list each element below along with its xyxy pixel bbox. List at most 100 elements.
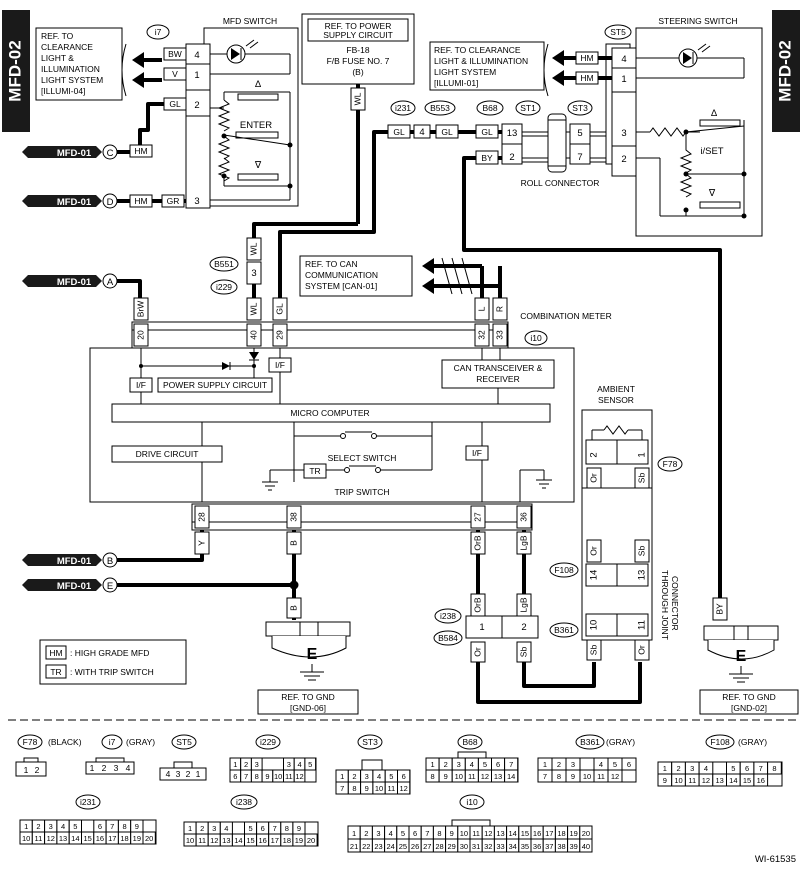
svg-text:11: 11 [637, 620, 648, 630]
svg-text:I/F: I/F [275, 360, 285, 370]
svg-text:MFD-01: MFD-01 [57, 556, 92, 567]
svg-text:1: 1 [194, 70, 199, 81]
pin-number: 1 [543, 760, 547, 769]
svg-text:27: 27 [472, 512, 482, 522]
title-bar-left [2, 10, 30, 132]
pin-number: 1 [24, 822, 28, 831]
svg-text:i229: i229 [260, 737, 276, 747]
svg-text:2: 2 [194, 100, 199, 111]
ref-can-01: REF. TO CAN COMMUNICATION SYSTEM [CAN-01… [299, 255, 413, 297]
svg-text:POWER SUPPLY CIRCUIT: POWER SUPPLY CIRCUIT [163, 380, 267, 390]
svg-text:F/B FUSE NO. 7: F/B FUSE NO. 7 [327, 56, 390, 66]
pin-number: 12 [481, 772, 489, 781]
pin-number: 6 [745, 764, 749, 773]
mfd-switch: MFD SWITCH 4 1 2 3 Δ ENTER ∇ [185, 16, 299, 209]
svg-text:L: L [476, 306, 486, 311]
pin-number: 10 [460, 829, 468, 838]
svg-text:BrW: BrW [135, 301, 145, 318]
svg-text:SYSTEM [CAN-01]: SYSTEM [CAN-01] [305, 281, 377, 291]
pin-number: 7 [759, 764, 763, 773]
pin-number: 12 [295, 772, 303, 781]
svg-text:Sb: Sb [636, 473, 646, 484]
svg-text:Sb: Sb [636, 546, 646, 557]
pin-number: 7 [340, 784, 344, 793]
svg-text:RECEIVER: RECEIVER [476, 374, 519, 384]
pin-number: 4 [704, 764, 708, 773]
svg-text:Or: Or [588, 473, 598, 483]
svg-text:ROLL CONNECTOR: ROLL CONNECTOR [521, 178, 600, 188]
pin-number: 3 [255, 760, 259, 769]
pin-cell [579, 838, 593, 853]
svg-text:GR: GR [167, 196, 180, 206]
pin-cell [142, 831, 156, 845]
svg-text:E: E [736, 648, 747, 665]
svg-text:∇: ∇ [708, 188, 716, 199]
pin-number: 5 [389, 772, 393, 781]
svg-text:HM: HM [49, 648, 62, 658]
pin-number: 7 [110, 822, 114, 831]
svg-text:1: 1 [637, 452, 648, 457]
svg-text:MFD-01: MFD-01 [57, 581, 92, 592]
svg-text:Sb: Sb [518, 647, 528, 658]
pin-number: 9 [444, 772, 448, 781]
pin-number: 18 [120, 834, 128, 843]
title-right: MFD-02 [775, 40, 794, 101]
pin-number: 20 [145, 834, 153, 843]
pin-number: 5 [73, 822, 77, 831]
svg-text:HM: HM [580, 53, 593, 63]
pin-number: 4 [61, 822, 65, 831]
pin-number: 9 [450, 829, 454, 838]
pin-number: 20 [307, 836, 315, 845]
svg-text:I/F: I/F [136, 380, 146, 390]
pin-number: 7 [509, 760, 513, 769]
pin-number: 7 [425, 829, 429, 838]
svg-text:AMBIENT: AMBIENT [597, 384, 635, 394]
svg-text:LIGHT & ILLUMINATION: LIGHT & ILLUMINATION [434, 56, 528, 66]
svg-text:33: 33 [494, 330, 504, 340]
svg-text:CONNECTOR: CONNECTOR [670, 576, 680, 631]
svg-text:STEERING SWITCH: STEERING SWITCH [658, 16, 737, 26]
svg-text:∇: ∇ [254, 160, 262, 171]
svg-text:29: 29 [274, 330, 284, 340]
pin-number: 4 [389, 829, 393, 838]
svg-text:GL: GL [481, 127, 493, 137]
svg-text:[GND-02]: [GND-02] [731, 703, 767, 713]
pin-number: 11 [472, 829, 480, 838]
svg-text:F108: F108 [554, 565, 574, 575]
pin-number: 2 [364, 829, 368, 838]
svg-text:R: R [494, 306, 504, 312]
pin-number: 15 [521, 829, 529, 838]
svg-text:TR: TR [309, 466, 320, 476]
pin-number: 9 [297, 824, 301, 833]
pin-number: 13 [494, 772, 502, 781]
svg-text:C: C [107, 148, 114, 159]
svg-text:COMBINATION METER: COMBINATION METER [520, 311, 611, 321]
title-left: MFD-02 [5, 40, 24, 101]
pin-number: 12 [702, 776, 710, 785]
svg-text:20: 20 [135, 330, 145, 340]
svg-text:3: 3 [251, 268, 256, 279]
pin-number: 36 [533, 842, 541, 851]
legend: HM : HIGH GRADE MFD TR : WITH TRIP SWITC… [39, 639, 187, 685]
pin-number: 31 [472, 842, 480, 851]
svg-text:B361: B361 [554, 625, 574, 635]
svg-text:OrB: OrB [472, 535, 482, 550]
pin-number: 17 [545, 829, 553, 838]
steering-switch: STEERING SWITCH 4 1 3 2 ST5 Δ i/SET [604, 16, 763, 237]
pin-number: 8 [285, 824, 289, 833]
pin-number: 39 [570, 842, 578, 851]
conn-face-f78: F78 (BLACK) 1 2 [15, 734, 82, 777]
svg-text:(B): (B) [352, 67, 364, 77]
svg-text:MFD SWITCH: MFD SWITCH [223, 16, 277, 26]
svg-text:Δ: Δ [255, 79, 262, 90]
svg-text:(BLACK): (BLACK) [48, 737, 82, 747]
pin-number: 11 [285, 772, 293, 781]
svg-text:SENSOR: SENSOR [598, 395, 634, 405]
svg-text:[ILLUMI-01]: [ILLUMI-01] [434, 78, 478, 88]
pin-cell [621, 757, 637, 771]
pin-number: 15 [743, 776, 751, 785]
pin-number: 20 [582, 829, 590, 838]
svg-text:OrB: OrB [472, 597, 482, 612]
